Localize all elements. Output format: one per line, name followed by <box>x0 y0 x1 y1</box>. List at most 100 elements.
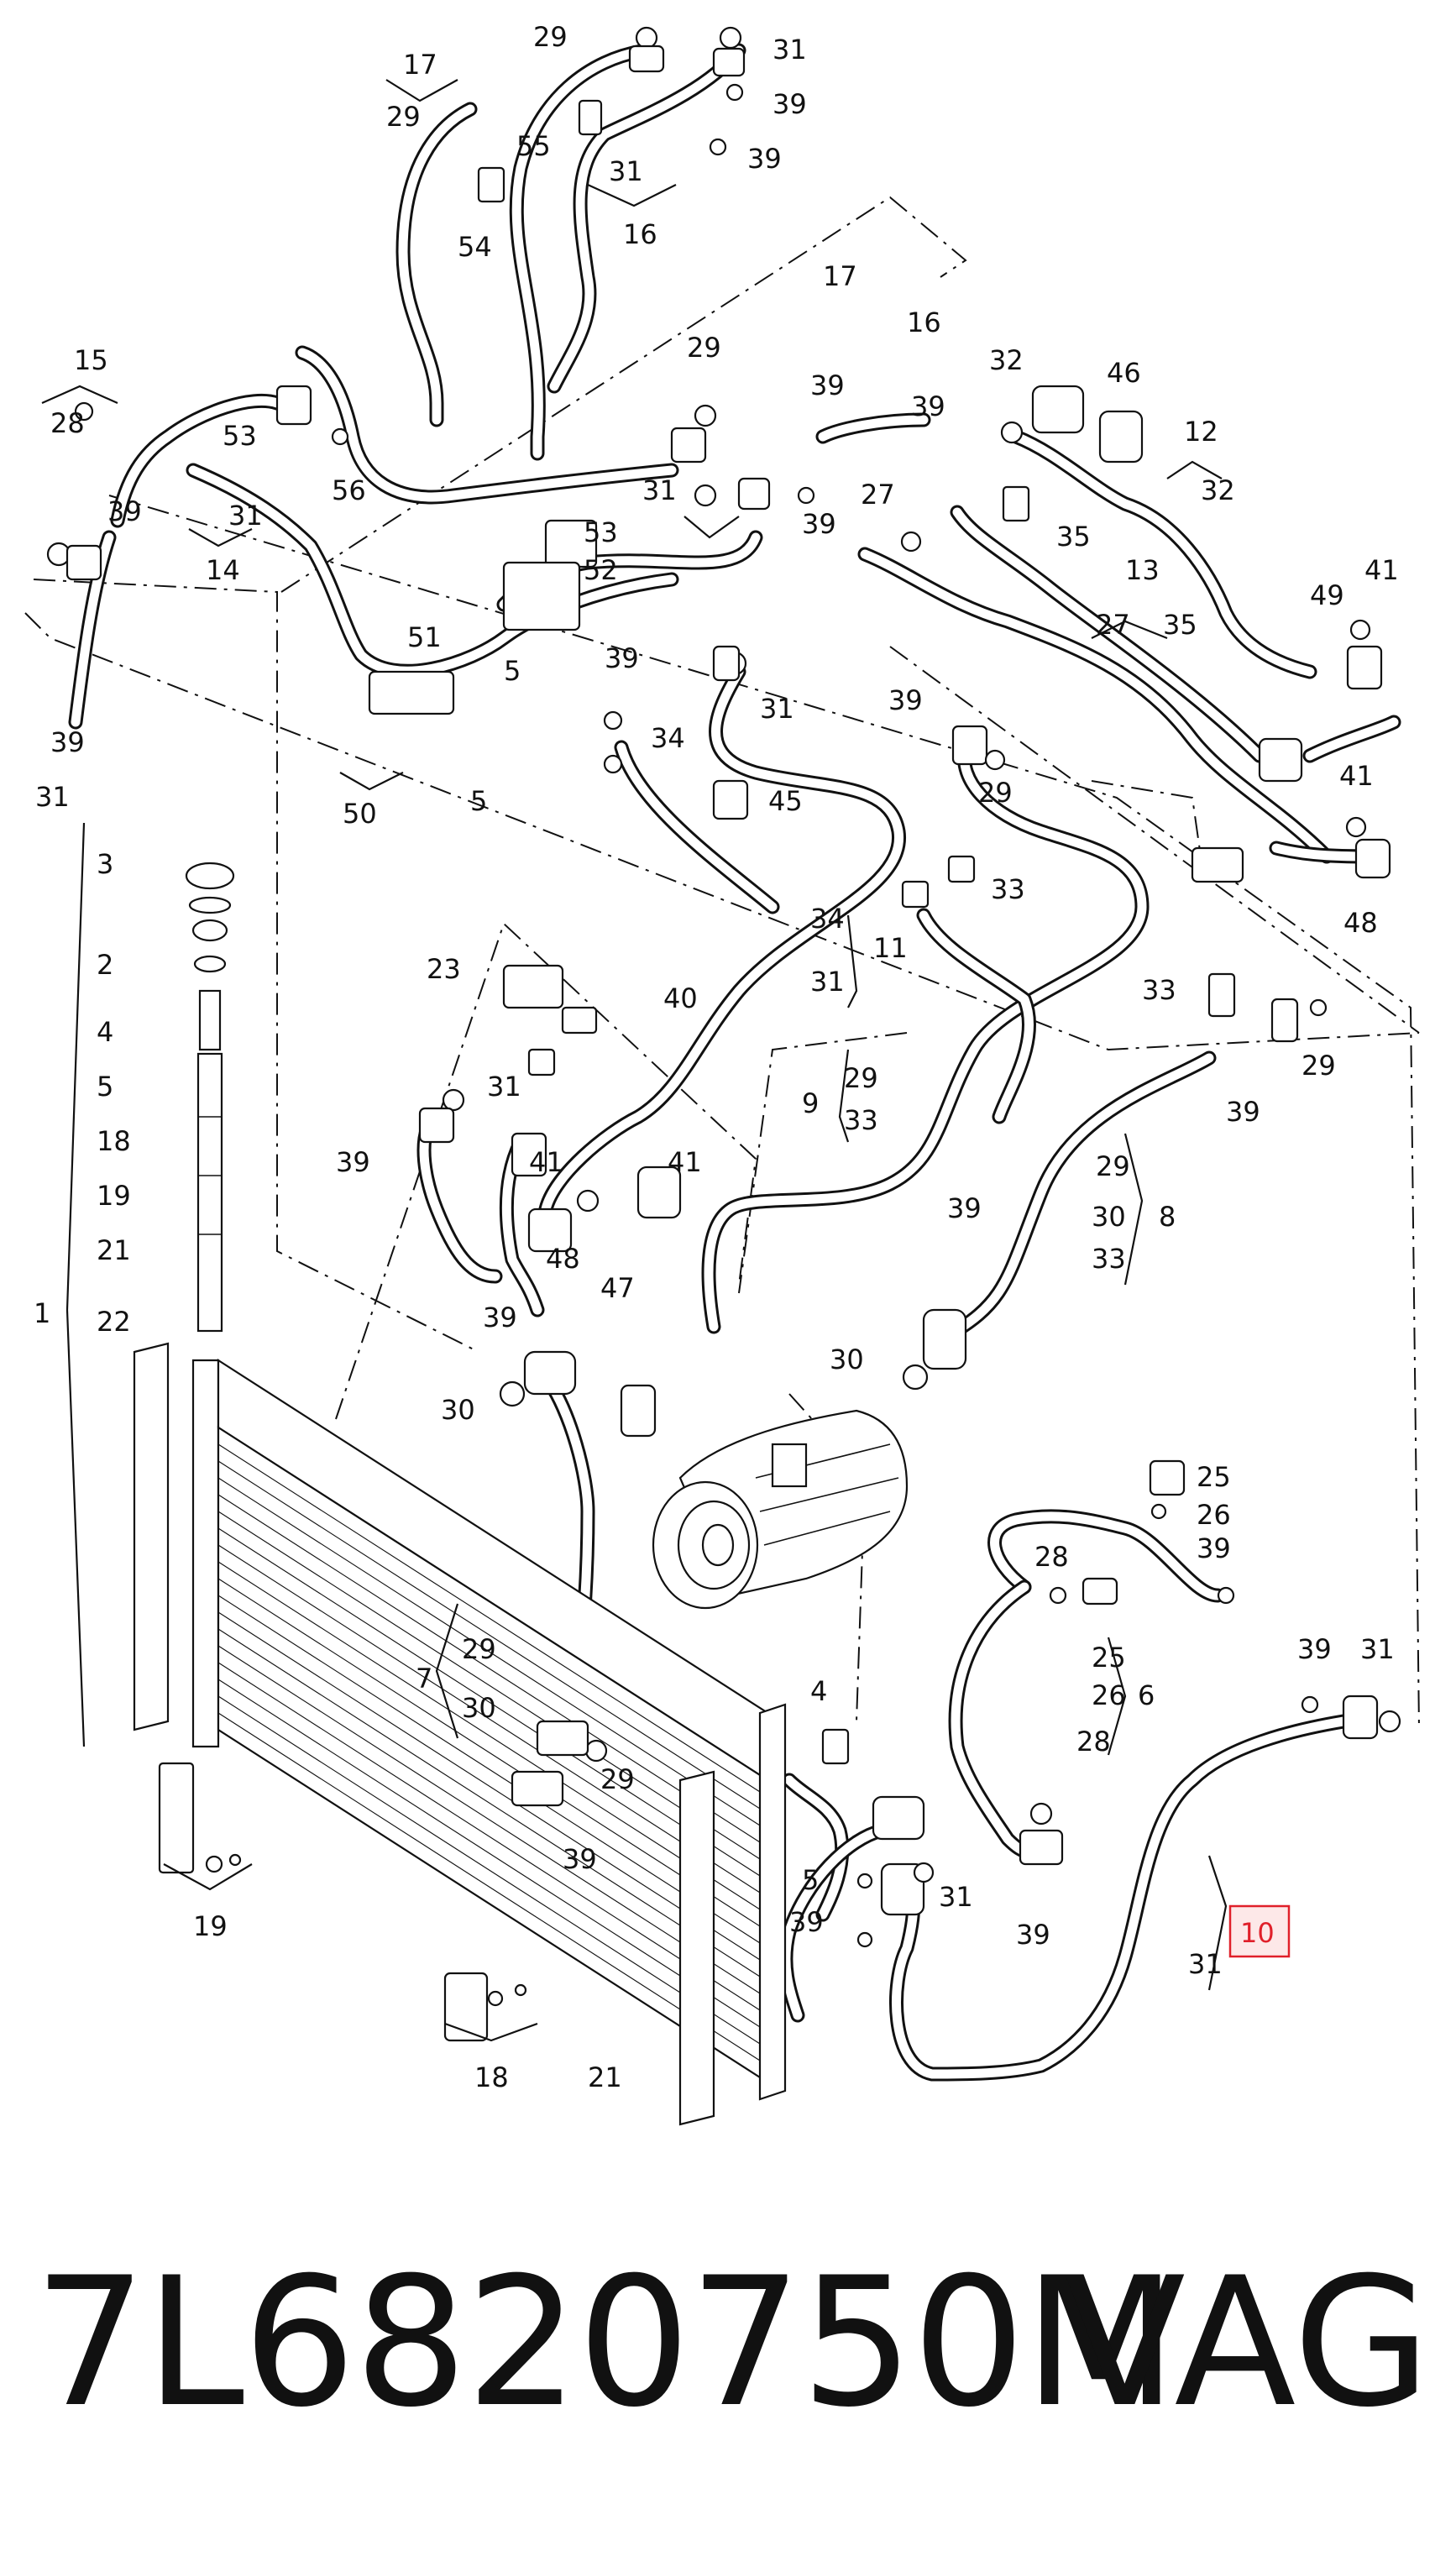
label-54: 54 <box>458 231 492 263</box>
label-4: 4 <box>810 1675 827 1707</box>
label-28: 28 <box>50 407 85 439</box>
label-11: 11 <box>873 932 908 964</box>
label-31: 31 <box>642 474 677 506</box>
label-39: 39 <box>605 642 639 674</box>
brand-name: VAG <box>1063 2239 1431 2446</box>
label-39: 39 <box>1226 1096 1260 1128</box>
label-39: 39 <box>747 143 782 175</box>
label-23: 23 <box>427 953 461 985</box>
label-31: 31 <box>609 155 643 187</box>
label-29: 29 <box>844 1062 878 1094</box>
label-39: 39 <box>789 1906 824 1938</box>
label-5: 5 <box>97 1071 113 1103</box>
label-39: 39 <box>1197 1532 1231 1564</box>
label-4: 4 <box>97 1016 113 1048</box>
label-26: 26 <box>1197 1499 1231 1531</box>
label-33: 33 <box>1092 1243 1126 1275</box>
label-48: 48 <box>546 1243 580 1275</box>
condenser <box>133 1342 787 2126</box>
label-31: 31 <box>1188 1948 1223 1980</box>
label-10-highlighted: 10 <box>1240 1917 1275 1949</box>
label-31: 31 <box>487 1071 521 1103</box>
label-19: 19 <box>97 1180 131 1212</box>
label-51: 51 <box>407 621 442 653</box>
label-56: 56 <box>332 474 366 506</box>
label-28: 28 <box>1034 1541 1069 1573</box>
part-labels: 17 29 29 31 39 55 39 31 16 54 15 28 39 3… <box>34 21 1399 2093</box>
label-8: 8 <box>1159 1201 1176 1233</box>
label-15: 15 <box>74 344 108 376</box>
label-47: 47 <box>600 1272 635 1304</box>
label-19: 19 <box>193 1910 228 1942</box>
label-25: 25 <box>1197 1461 1231 1493</box>
label-39: 39 <box>911 390 945 422</box>
compressor <box>652 1409 909 1610</box>
label-35: 35 <box>1056 521 1091 553</box>
label-30: 30 <box>441 1394 475 1426</box>
label-17: 17 <box>823 260 857 292</box>
label-25: 25 <box>1092 1642 1126 1674</box>
label-32: 32 <box>989 344 1024 376</box>
label-53: 53 <box>223 420 257 452</box>
label-39: 39 <box>802 508 836 540</box>
label-39: 39 <box>107 495 142 527</box>
fittings <box>46 26 1401 2042</box>
label-31: 31 <box>810 966 845 998</box>
label-32: 32 <box>1201 474 1235 506</box>
label-30: 30 <box>462 1692 496 1724</box>
label-22: 22 <box>97 1306 131 1338</box>
label-16: 16 <box>623 218 657 250</box>
label-35: 35 <box>1163 609 1197 641</box>
leader-lines <box>41 79 1228 2042</box>
label-12: 12 <box>1184 416 1218 448</box>
label-5: 5 <box>504 655 521 687</box>
label-29: 29 <box>1301 1050 1336 1082</box>
label-39: 39 <box>947 1192 982 1224</box>
label-30: 30 <box>830 1344 864 1375</box>
label-33: 33 <box>991 873 1025 905</box>
label-31: 31 <box>773 34 807 65</box>
label-46: 46 <box>1107 357 1141 389</box>
label-27: 27 <box>1096 609 1130 641</box>
label-29: 29 <box>600 1763 635 1795</box>
label-39: 39 <box>888 684 923 716</box>
label-3: 3 <box>97 848 113 880</box>
label-55: 55 <box>516 130 551 162</box>
label-31: 31 <box>228 500 263 532</box>
label-28: 28 <box>1076 1726 1111 1757</box>
label-39: 39 <box>336 1146 370 1178</box>
label-7: 7 <box>416 1663 432 1695</box>
label-21: 21 <box>97 1234 131 1266</box>
label-41: 41 <box>529 1146 563 1178</box>
label-29: 29 <box>462 1633 496 1665</box>
label-5: 5 <box>802 1864 819 1896</box>
part-number: 7L6820750M <box>34 2239 1177 2446</box>
label-13: 13 <box>1125 554 1160 586</box>
label-39: 39 <box>483 1302 517 1333</box>
label-29: 29 <box>978 777 1013 809</box>
ac-parts-diagram: 17 29 29 31 39 55 39 31 16 54 15 28 39 3… <box>24 21 1420 2126</box>
label-39: 39 <box>810 369 845 401</box>
label-27: 27 <box>861 479 895 511</box>
caption-bar: 7L6820750M VAG <box>0 2217 1456 2469</box>
label-29: 29 <box>386 101 421 133</box>
label-39: 39 <box>1016 1919 1050 1951</box>
label-26: 26 <box>1092 1679 1126 1711</box>
label-48: 48 <box>1343 907 1378 939</box>
label-33: 33 <box>1142 974 1176 1006</box>
label-29: 29 <box>687 332 721 364</box>
label-1: 1 <box>34 1297 50 1329</box>
label-18: 18 <box>474 2061 509 2093</box>
label-40: 40 <box>663 982 698 1014</box>
highlight-box-10[interactable] <box>1228 1904 1291 1958</box>
label-49: 49 <box>1310 579 1344 611</box>
label-33: 33 <box>844 1104 878 1136</box>
label-31: 31 <box>760 693 794 725</box>
label-31: 31 <box>35 781 70 813</box>
label-6: 6 <box>1138 1679 1155 1711</box>
label-17: 17 <box>403 49 437 81</box>
label-29: 29 <box>1096 1150 1130 1182</box>
label-16: 16 <box>907 306 941 338</box>
label-41: 41 <box>668 1146 702 1178</box>
label-30: 30 <box>1092 1201 1126 1233</box>
